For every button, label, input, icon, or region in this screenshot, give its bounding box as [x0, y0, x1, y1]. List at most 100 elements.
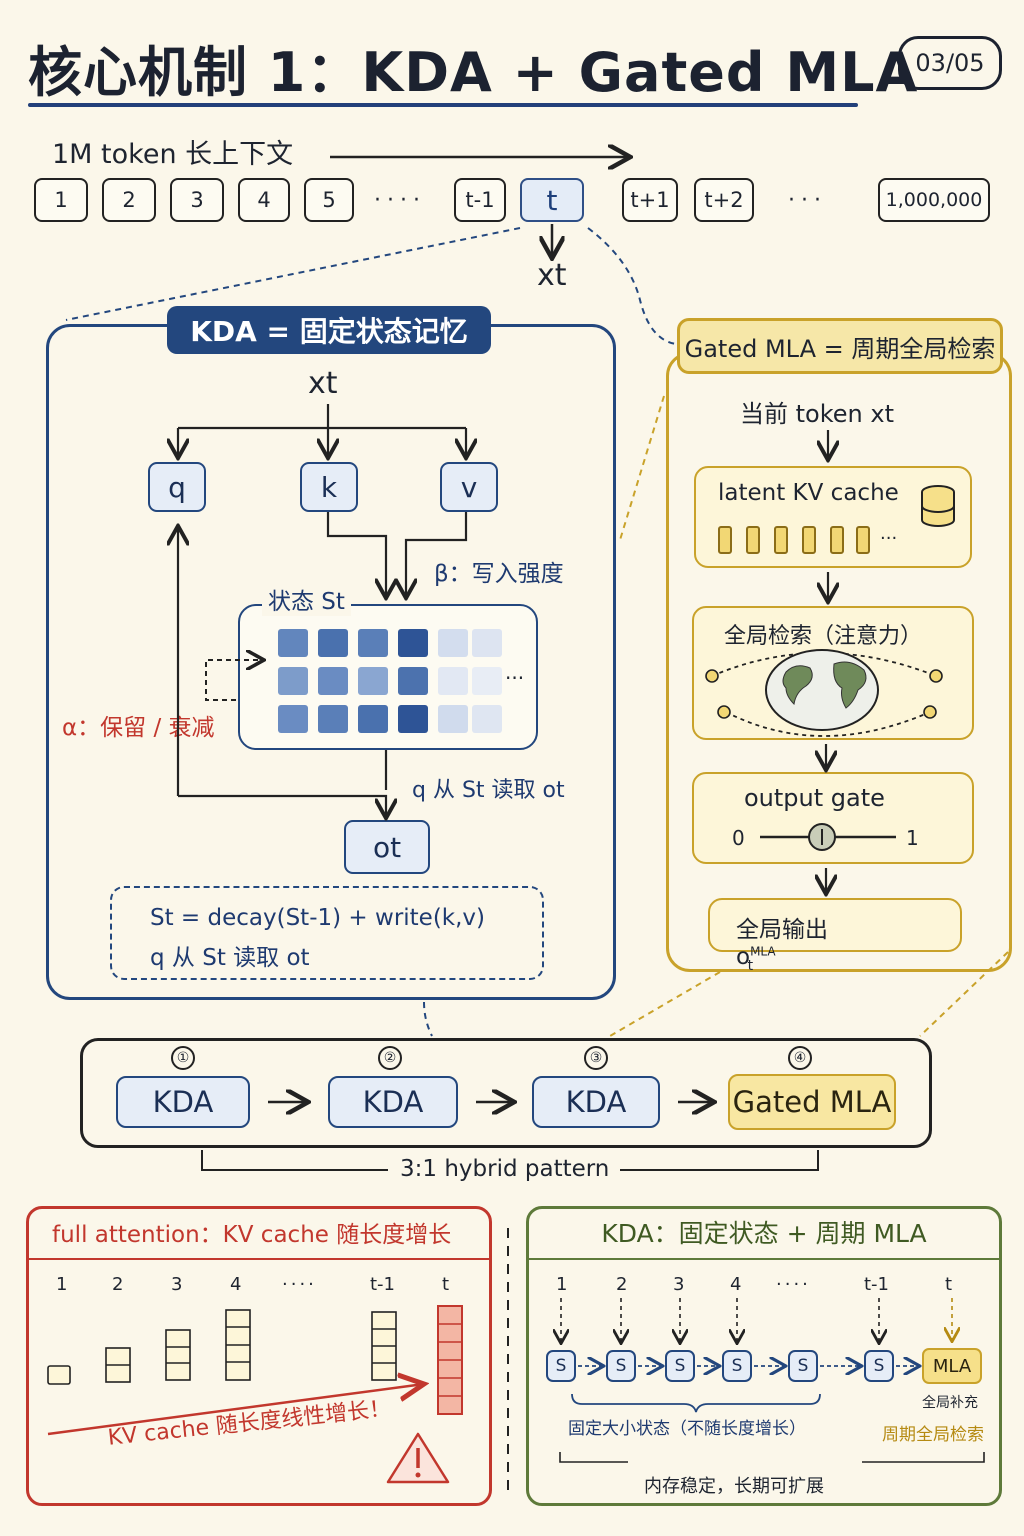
state-ellipsis: ··· — [505, 666, 525, 690]
state-cell — [318, 705, 348, 733]
sequence-dots: ··· — [788, 188, 827, 213]
sequence-label: 1M token 长上下文 — [52, 139, 294, 170]
state-cell — [398, 667, 428, 695]
formula-line-2: q 从 St 读取 ot — [150, 945, 310, 971]
token-box: 5 — [304, 178, 354, 222]
state-cell — [438, 705, 468, 733]
cache-cell — [774, 526, 788, 554]
state-cell — [472, 667, 502, 695]
token-box: t+2 — [694, 178, 754, 222]
current-token-box: t — [520, 178, 584, 222]
token-box: t-1 — [454, 178, 506, 222]
state-cell — [318, 629, 348, 657]
token-box-last: 1,000,000 — [878, 178, 990, 222]
position-label: 3 — [673, 1274, 685, 1295]
sequence-dots: ···· — [374, 188, 426, 213]
state-cell — [358, 705, 388, 733]
q-box: q — [148, 462, 206, 512]
output-superscript: MLA — [750, 944, 776, 959]
state-cell — [278, 705, 308, 733]
pipeline-kda-box: KDA — [532, 1076, 660, 1128]
token-box: 1 — [34, 178, 88, 222]
fixed-state-caption: 固定大小状态（不随长度增长） — [568, 1419, 806, 1439]
mla-caption-2: 周期全局检索 — [882, 1425, 984, 1445]
formula-line-1: St = decay(St-1) + write(k,v) — [150, 905, 486, 931]
state-cell — [438, 667, 468, 695]
cache-cell — [746, 526, 760, 554]
mla-current-token: 当前 token xt — [740, 400, 894, 428]
cache-cell — [718, 526, 732, 554]
output-gate-label: output gate — [744, 784, 885, 812]
token-box: 3 — [170, 178, 224, 222]
step-number: ② — [378, 1046, 402, 1070]
state-s-box: S — [722, 1350, 752, 1382]
position-label: t — [442, 1274, 450, 1295]
full-attention-panel — [26, 1206, 492, 1506]
latent-kv-cache-label: latent KV cache — [718, 480, 899, 506]
state-cell — [278, 667, 308, 695]
output-ot-box: ot — [344, 820, 430, 874]
state-s-box: S — [665, 1350, 695, 1382]
state-cell — [318, 667, 348, 695]
page-badge: 03/05 — [898, 36, 1002, 90]
position-label: 2 — [616, 1274, 628, 1295]
kda-panel-header: KDA = 固定状态记忆 — [167, 306, 491, 354]
kda-formula-box: St = decay(St-1) + write(k,v) q 从 St 读取 … — [110, 886, 544, 980]
title-underline — [28, 103, 858, 107]
state-cell — [398, 629, 428, 657]
step-number: ① — [171, 1046, 195, 1070]
state-label: 状态 St — [262, 582, 351, 616]
state-cell — [472, 629, 502, 657]
position-label: t — [945, 1274, 953, 1295]
position-label: ···· — [282, 1274, 317, 1295]
output-subscript: t — [747, 957, 754, 974]
gate-max-label: 1 — [906, 826, 919, 850]
global-output-label: 全局输出 oMLAt — [736, 910, 852, 974]
read-label: q 从 St 读取 ot — [412, 778, 565, 803]
cache-cell — [830, 526, 844, 554]
v-box: v — [440, 462, 498, 512]
step-number: ③ — [584, 1046, 608, 1070]
hybrid-pattern-label: 3:1 hybrid pattern — [392, 1156, 618, 1182]
global-output-text: 全局输出 o — [736, 917, 828, 970]
state-s-box: S — [546, 1350, 576, 1382]
state-cell — [358, 667, 388, 695]
position-label: 3 — [171, 1274, 183, 1295]
position-label: ···· — [776, 1274, 811, 1295]
state-cell — [472, 705, 502, 733]
position-label: 2 — [112, 1274, 124, 1295]
bottom-caption: 内存稳定，长期可扩展 — [636, 1472, 832, 1498]
mla-link-line — [619, 395, 665, 541]
state-cell — [358, 629, 388, 657]
kda-state-panel — [526, 1206, 1002, 1506]
state-s-box: S — [606, 1350, 636, 1382]
state-cell — [438, 629, 468, 657]
pipeline-kda-box: KDA — [328, 1076, 458, 1128]
mla-panel-header: Gated MLA = 周期全局检索 — [677, 318, 1003, 374]
global-retrieval-label: 全局检索（注意力） — [724, 624, 923, 649]
gate-min-label: 0 — [732, 826, 745, 850]
step-number: ④ — [788, 1046, 812, 1070]
pipeline-gated-mla-box: Gated MLA — [728, 1074, 896, 1130]
token-box: t+1 — [622, 178, 678, 222]
kda-state-header: KDA：固定状态 + 周期 MLA — [526, 1206, 1002, 1260]
kda-input-xt: xt — [308, 366, 338, 401]
position-label: 1 — [56, 1274, 68, 1295]
position-label: t-1 — [370, 1274, 396, 1295]
token-box: 2 — [102, 178, 156, 222]
state-mla-box: MLA — [922, 1348, 982, 1384]
beta-label: β：写入强度 — [434, 561, 564, 587]
alpha-label: α：保留 / 衰减 — [62, 715, 215, 741]
position-label: t-1 — [864, 1274, 890, 1295]
position-label: 1 — [556, 1274, 568, 1295]
cache-ellipsis: ··· — [880, 528, 898, 549]
k-box: k — [300, 462, 358, 512]
page-title: 核心机制 1：KDA + Gated MLA — [28, 41, 919, 104]
mla-caption-1: 全局补充 — [922, 1395, 978, 1411]
position-label: 4 — [730, 1274, 742, 1295]
cache-cell — [856, 526, 870, 554]
state-s-box: S — [864, 1350, 894, 1382]
position-label: 4 — [230, 1274, 242, 1295]
full-attention-header: full attention：KV cache 随长度增长 — [26, 1206, 492, 1260]
token-box: 4 — [238, 178, 290, 222]
